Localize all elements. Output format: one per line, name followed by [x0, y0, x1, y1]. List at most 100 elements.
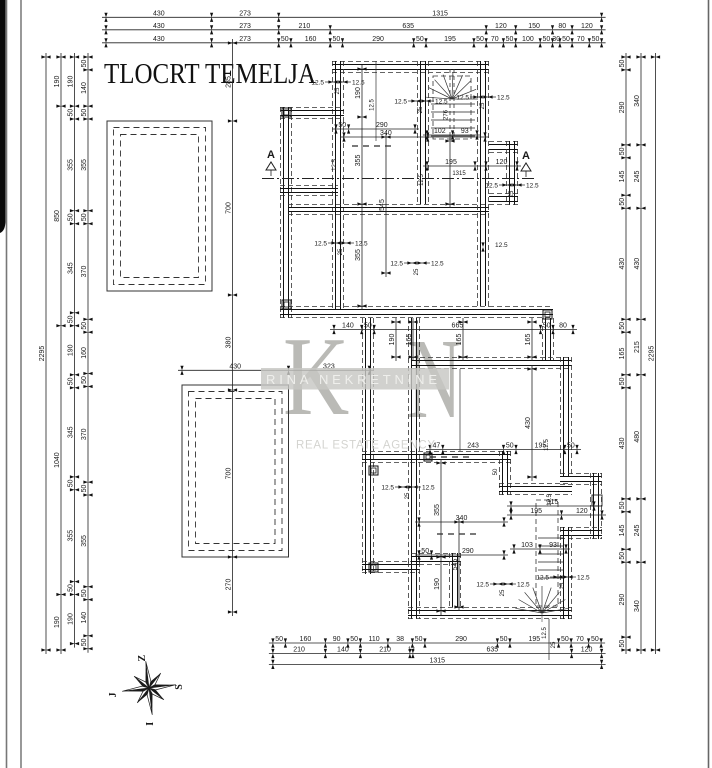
svg-text:12: 12 — [408, 647, 415, 653]
svg-text:545: 545 — [379, 199, 386, 211]
svg-text:12.5: 12.5 — [390, 260, 403, 267]
svg-text:545: 545 — [452, 559, 459, 571]
svg-text:12.5: 12.5 — [544, 439, 550, 451]
svg-text:355: 355 — [81, 535, 88, 547]
svg-text:12.5: 12.5 — [332, 159, 338, 171]
svg-text:S: S — [174, 684, 185, 690]
svg-text:1315: 1315 — [430, 658, 446, 665]
svg-text:12.5: 12.5 — [485, 182, 498, 189]
svg-text:50: 50 — [421, 548, 429, 555]
svg-text:190: 190 — [67, 344, 74, 356]
svg-text:50: 50 — [591, 636, 599, 643]
svg-text:140: 140 — [81, 612, 88, 624]
svg-text:100: 100 — [522, 36, 534, 43]
svg-text:380: 380 — [225, 337, 232, 349]
svg-text:165: 165 — [619, 348, 626, 360]
svg-text:12.5: 12.5 — [526, 182, 539, 189]
svg-text:50: 50 — [619, 501, 626, 509]
svg-text:47: 47 — [433, 443, 441, 450]
svg-text:25: 25 — [414, 268, 420, 275]
svg-text:25: 25 — [335, 87, 341, 94]
svg-text:430: 430 — [229, 364, 241, 371]
svg-text:160: 160 — [305, 36, 317, 43]
svg-text:195: 195 — [445, 159, 457, 166]
svg-text:50: 50 — [619, 322, 626, 330]
svg-text:RINA NEKRETNINE: RINA NEKRETNINE — [266, 372, 443, 387]
svg-text:50: 50 — [415, 636, 423, 643]
svg-text:50: 50 — [338, 122, 346, 129]
svg-text:12.5: 12.5 — [370, 99, 376, 111]
svg-text:50: 50 — [619, 640, 626, 648]
svg-text:110: 110 — [369, 636, 380, 643]
svg-text:290: 290 — [455, 636, 467, 643]
svg-text:165: 165 — [525, 334, 532, 346]
svg-text:120: 120 — [495, 23, 507, 30]
svg-text:635: 635 — [486, 647, 498, 654]
svg-text:TLOCRT TEMELJA: TLOCRT TEMELJA — [104, 58, 316, 90]
svg-text:145: 145 — [619, 171, 626, 183]
svg-text:430: 430 — [153, 23, 165, 30]
svg-text:80: 80 — [558, 23, 566, 30]
svg-text:150: 150 — [528, 23, 540, 30]
svg-text:190: 190 — [67, 76, 74, 88]
svg-text:50: 50 — [561, 636, 569, 643]
svg-text:355: 355 — [355, 155, 362, 167]
svg-text:REAL ESTATE AGENCY: REAL ESTATE AGENCY — [296, 440, 435, 452]
svg-text:25: 25 — [480, 102, 486, 109]
svg-text:1040: 1040 — [54, 452, 61, 468]
svg-text:245: 245 — [634, 525, 641, 537]
svg-text:345: 345 — [67, 262, 74, 274]
svg-text:50: 50 — [592, 36, 600, 43]
svg-text:93: 93 — [461, 128, 469, 135]
svg-text:70: 70 — [491, 36, 499, 43]
svg-text:290: 290 — [376, 122, 388, 129]
svg-text:25: 25 — [418, 106, 424, 113]
svg-text:12.5: 12.5 — [536, 574, 549, 581]
svg-text:50: 50 — [543, 323, 551, 330]
svg-text:140: 140 — [337, 647, 349, 654]
svg-text:340: 340 — [380, 130, 392, 137]
svg-text:50: 50 — [500, 636, 508, 643]
svg-text:50: 50 — [67, 479, 74, 487]
svg-text:700: 700 — [225, 202, 232, 214]
svg-text:210: 210 — [299, 23, 311, 30]
svg-text:103: 103 — [521, 542, 533, 549]
svg-text:50: 50 — [81, 60, 88, 68]
svg-text:80: 80 — [559, 323, 567, 330]
svg-text:25: 25 — [338, 248, 344, 255]
svg-text:A: A — [522, 150, 530, 162]
svg-text:245: 245 — [634, 171, 641, 183]
svg-text:90: 90 — [333, 636, 341, 643]
svg-text:340: 340 — [634, 95, 641, 107]
svg-text:430: 430 — [153, 36, 165, 43]
svg-text:25: 25 — [560, 582, 566, 589]
svg-text:12.5: 12.5 — [422, 484, 435, 491]
svg-text:50: 50 — [619, 377, 626, 385]
svg-text:430: 430 — [619, 437, 626, 449]
svg-text:210: 210 — [379, 647, 391, 654]
svg-text:50: 50 — [350, 636, 358, 643]
svg-text:160: 160 — [300, 636, 312, 643]
svg-text:1315: 1315 — [432, 11, 448, 18]
svg-text:50: 50 — [562, 36, 570, 43]
svg-text:50: 50 — [81, 109, 88, 117]
svg-text:93: 93 — [549, 542, 557, 549]
svg-text:50: 50 — [67, 315, 74, 323]
svg-text:290: 290 — [619, 594, 626, 606]
svg-text:370: 370 — [81, 428, 88, 440]
svg-text:355: 355 — [434, 504, 441, 516]
svg-text:140: 140 — [81, 82, 88, 94]
svg-text:70: 70 — [577, 36, 585, 43]
svg-text:50: 50 — [476, 36, 484, 43]
svg-text:Z: Z — [137, 655, 148, 662]
svg-text:50: 50 — [81, 638, 88, 646]
svg-text:145: 145 — [619, 525, 626, 537]
svg-text:50: 50 — [67, 584, 74, 592]
svg-text:12.5: 12.5 — [419, 174, 425, 186]
svg-text:315: 315 — [547, 499, 559, 506]
svg-text:635: 635 — [402, 23, 414, 30]
svg-text:210: 210 — [293, 647, 305, 654]
svg-text:12.5: 12.5 — [431, 260, 444, 267]
svg-text:2295: 2295 — [648, 346, 655, 362]
svg-text:12.5: 12.5 — [352, 79, 365, 86]
